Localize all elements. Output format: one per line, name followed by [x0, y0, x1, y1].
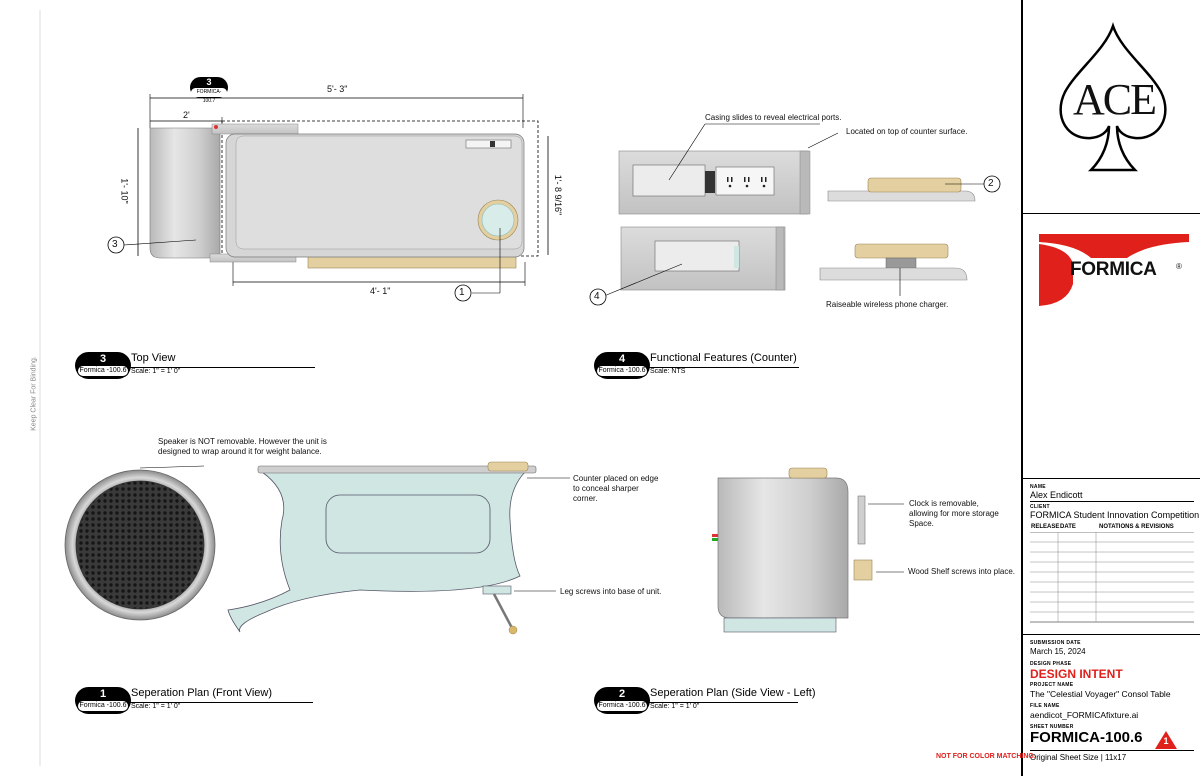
binding-note: Keep Clear For Binding.: [30, 356, 38, 431]
note-leg: Leg screws into base of unit.: [560, 587, 662, 596]
ace-spade-logo: [1059, 22, 1167, 172]
marker-1: 1: [459, 287, 465, 298]
divider: [1021, 478, 1200, 479]
dim-height-right: 1'- 8 9/16": [553, 174, 564, 216]
dim-overall: 5'- 3": [327, 84, 348, 94]
view-ref: Formica -100.6: [596, 365, 648, 377]
sheet-badge: 1: [1163, 736, 1169, 746]
view-label-front: 1 Formica -100.6: [75, 687, 131, 714]
view-number: 4: [618, 353, 626, 365]
view-label-side: 2 Formica -100.6: [594, 687, 650, 714]
submission-date: March 15, 2024: [1030, 647, 1086, 656]
note-charger: Raiseable wireless phone charger.: [826, 300, 949, 309]
file-value: aendicot_FORMICAfixture.ai: [1030, 710, 1139, 720]
col-release: RELEASE: [1031, 524, 1060, 530]
drawing-sheet: [39, 10, 1001, 766]
callout-ref: FORMICA-100.7: [191, 88, 227, 104]
file-label: FILE NAME: [1030, 703, 1060, 709]
view-ref: Formica -100.6: [596, 700, 648, 712]
formica-trademark: ®: [1176, 262, 1182, 271]
phase-label: DESIGN PHASE: [1030, 661, 1072, 667]
sheet-badge-triangle: [1155, 731, 1177, 749]
col-date: DATE: [1060, 524, 1076, 530]
side-view-drawing: [712, 467, 904, 633]
view-label-top: 3 Formica -100.6: [75, 352, 131, 379]
dim-left: 2': [183, 110, 190, 120]
divider: [1021, 213, 1200, 214]
sheet-label: SHEET NUMBER: [1030, 724, 1074, 730]
ace-logo-text: ACE: [1073, 75, 1157, 124]
view-scale-side: Scale: 1" = 1' 0": [650, 703, 700, 710]
sheet-number: FORMICA-100.6: [1030, 729, 1143, 746]
view-title-front: Seperation Plan (Front View): [131, 687, 273, 699]
project-label: PROJECT NAME: [1030, 682, 1074, 688]
marker-2: 2: [988, 178, 994, 189]
revisions-table: [1030, 532, 1194, 623]
submission-label: SUBMISSION DATE: [1030, 640, 1081, 646]
view-label-functional: 4 Formica -100.6: [594, 352, 650, 379]
note-counter: Counter placed on edge to conceal sharpe…: [573, 474, 659, 503]
col-notes: NOTATIONS & REVISIONS: [1099, 524, 1174, 530]
formica-logo: [1039, 234, 1189, 306]
top-view-callout: 3 FORMICA-100.7: [190, 77, 228, 104]
divider: [1030, 501, 1194, 502]
view-scale-top: Scale: 1" = 1' 0": [131, 368, 181, 375]
note-clock: Clock is removable, allowing for more st…: [909, 499, 999, 528]
top-view-drawing: [107, 94, 549, 302]
name-value: Alex Endicott: [1030, 490, 1083, 500]
view-ref: Formica -100.6: [77, 365, 129, 377]
note-top: Located on top of counter surface.: [846, 127, 968, 136]
dim-height-left: 1'- 10": [119, 178, 130, 204]
phase-value: DESIGN INTENT: [1030, 667, 1123, 681]
view-title-top: Top View: [131, 352, 176, 364]
view-scale-functional: Scale: NTS: [650, 368, 686, 375]
functional-features-drawing: [589, 123, 1001, 306]
front-view-drawing: [64, 461, 570, 635]
project-value: The "Celestial Voyager" Consol Table: [1030, 689, 1171, 699]
note-shelf: Wood Shelf screws into place.: [908, 567, 1016, 576]
callout-number: 3: [206, 77, 212, 87]
view-title-functional: Functional Features (Counter): [650, 352, 797, 364]
divider: [1021, 634, 1200, 635]
view-scale-front: Scale: 1" = 1' 0": [131, 703, 181, 710]
disclaimer: NOT FOR COLOR MATCHING.: [936, 753, 1036, 760]
view-number: 1: [99, 688, 107, 700]
marker-4: 4: [594, 291, 600, 302]
divider: [1030, 750, 1194, 751]
client-value: FORMICA Student Innovation Competition: [1030, 510, 1200, 520]
client-label: CLIENT: [1030, 504, 1050, 510]
note-speaker: Speaker is NOT removable. However the un…: [158, 437, 327, 456]
marker-3: 3: [112, 239, 118, 250]
name-label: NAME: [1030, 484, 1046, 490]
note-casing: Casing slides to reveal electrical ports…: [705, 113, 842, 122]
view-title-side: Seperation Plan (Side View - Left): [650, 687, 816, 699]
view-number: 3: [99, 353, 107, 365]
formica-brand-text: FORMICA: [1070, 259, 1157, 280]
view-ref: Formica -100.6: [77, 700, 129, 712]
view-number: 2: [618, 688, 626, 700]
dim-bottom: 4'- 1": [370, 286, 391, 296]
sheet-size: Original Sheet Size | 11x17: [1030, 753, 1127, 762]
